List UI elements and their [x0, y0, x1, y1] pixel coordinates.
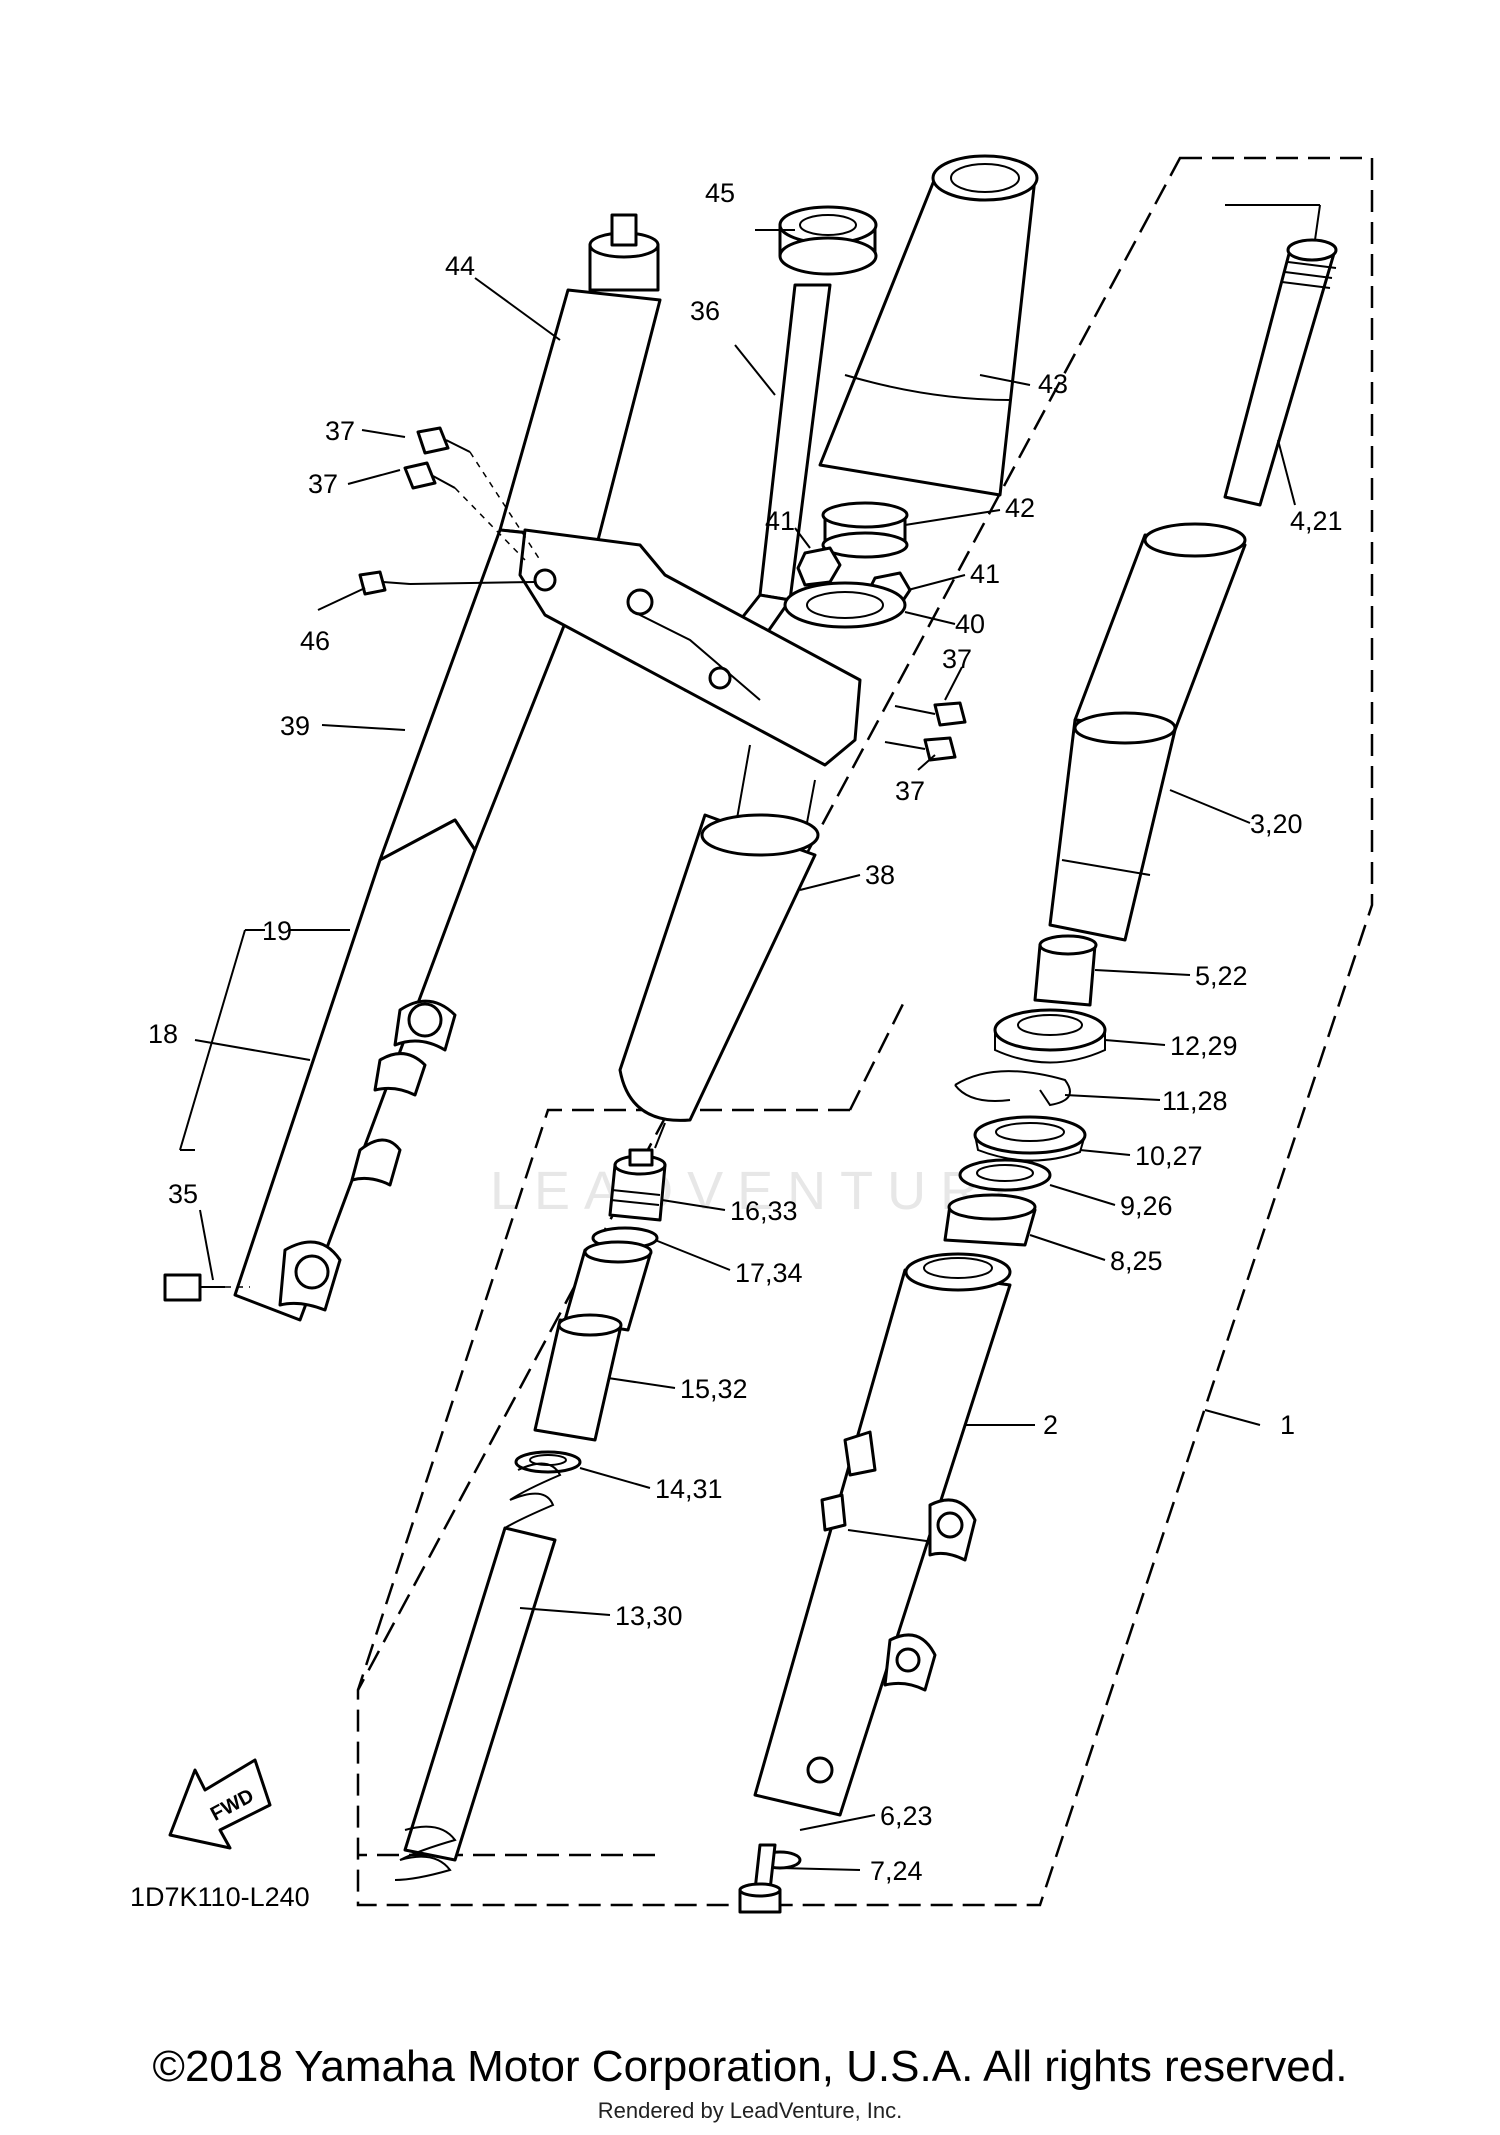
fork-spring-3-20: [1048, 522, 1247, 942]
label-43: 43: [1038, 369, 1068, 399]
label-37-top-a: 37: [325, 416, 355, 446]
label-19: 19: [262, 916, 292, 946]
seal-12-29: [993, 1008, 1107, 1064]
label-18: 18: [148, 1019, 178, 1049]
collar-42: [821, 501, 909, 559]
label-36: 36: [690, 296, 720, 326]
seal-10-27: [973, 1115, 1087, 1162]
label-16-33: 16,33: [730, 1196, 798, 1226]
nut-41-left: [796, 546, 842, 587]
bushing-8-25: [943, 1193, 1037, 1247]
watermark-text: LEADVENTURE: [490, 1161, 1044, 1221]
label-13-30: 13,30: [615, 1601, 683, 1631]
label-11-28: 11,28: [1162, 1086, 1228, 1116]
bolt-7-24: [738, 1843, 782, 1914]
label-1: 1: [1280, 1410, 1295, 1440]
oil-seal-45: [778, 205, 878, 276]
label-14-31: 14,31: [655, 1474, 723, 1504]
label-38: 38: [865, 860, 895, 890]
plate-40: [783, 581, 907, 629]
spacer-15-32: [533, 1313, 623, 1442]
fork-outer-tube-18: [233, 818, 477, 1322]
label-44: 44: [445, 251, 475, 281]
bolt-37-top-b: [403, 461, 526, 561]
label-41-left: 41: [765, 506, 795, 536]
diagram-code: 1D7K110-L240: [130, 1882, 310, 1912]
bolt-37-right-a: [894, 701, 967, 727]
damper-rod-4-21: [1223, 204, 1338, 507]
label-8-25: 8,25: [1110, 1246, 1163, 1276]
bolt-46: [358, 570, 536, 596]
label-42: 42: [1005, 493, 1035, 523]
bolt-37-top-a: [416, 426, 541, 561]
washer-14-31: [514, 1450, 582, 1474]
label-41-right: 41: [970, 559, 1000, 589]
label-10-27: 10,27: [1135, 1141, 1203, 1171]
label-15-32: 15,32: [680, 1374, 748, 1404]
under-bracket: [518, 528, 862, 767]
spacer-15-32-top: [563, 1240, 653, 1332]
label-6-23: 6,23: [880, 1801, 933, 1831]
cover-43: [818, 154, 1039, 497]
collar-5-22: [1033, 934, 1098, 1007]
fork-spring-13-30: [394, 1462, 562, 1881]
label-37-top-b: 37: [308, 469, 338, 499]
bolt-35: [163, 1273, 250, 1302]
label-12-29: 12,29: [1170, 1031, 1238, 1061]
lower-cover-38: [618, 744, 820, 1122]
label-3-20: 3,20: [1250, 809, 1303, 839]
label-39: 39: [280, 711, 310, 741]
label-35: 35: [168, 1179, 198, 1209]
fwd-arrow-icon: [168, 1758, 272, 1850]
bolt-37-right-b: [884, 736, 957, 762]
label-45: 45: [705, 178, 735, 208]
label-17-34: 17,34: [735, 1258, 803, 1288]
washer-9-26: [958, 1158, 1052, 1192]
label-5-22: 5,22: [1195, 961, 1248, 991]
fork-outer-tube-2: [753, 1252, 1012, 1817]
label-9-26: 9,26: [1120, 1191, 1173, 1221]
rendered-by-text: Rendered by LeadVenture, Inc.: [597, 2098, 903, 2123]
label-4-21: 4,21: [1290, 506, 1343, 536]
label-37-right-a: 37: [942, 644, 972, 674]
label-2: 2: [1043, 1410, 1058, 1440]
leader-lines: [179, 229, 1296, 1871]
copyright-text: ©2018 Yamaha Motor Corporation, U.S.A. A…: [152, 2042, 1348, 2091]
cap-bolt-16-33: [608, 1148, 667, 1222]
group-outline-inner: [356, 999, 907, 1857]
label-7-24: 7,24: [870, 1856, 923, 1886]
clip-11-28: [954, 1070, 1071, 1107]
label-37-right-b: 37: [895, 776, 925, 806]
label-40: 40: [955, 609, 985, 639]
fork-upper-tube-44: [498, 213, 662, 542]
label-46: 46: [300, 626, 330, 656]
